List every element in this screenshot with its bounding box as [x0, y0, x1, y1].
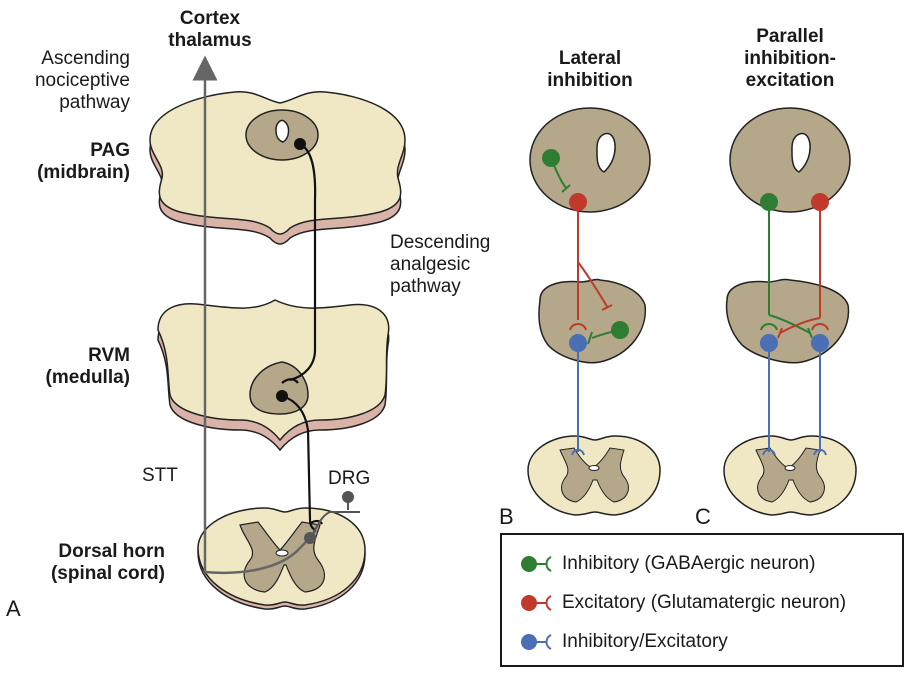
panel-c-title: Parallel inhibition- excitation [744, 26, 836, 91]
panel-c-letter: C [695, 504, 711, 529]
inhibitory-neuron-icon [521, 556, 552, 572]
pag-label: PAG (midbrain) [37, 140, 130, 183]
ascending-pathway-label: Ascending nociceptive pathway [34, 48, 130, 113]
excitatory-neuron-icon [521, 595, 552, 611]
stt-label: STT [142, 465, 178, 486]
panel-b-title: Lateral inhibition [547, 48, 633, 91]
legend-both: Inhibitory/Excitatory [520, 629, 728, 655]
legend-box: Inhibitory (GABAergic neuron) Excitatory… [500, 533, 904, 667]
rvm-medulla-section [157, 299, 390, 452]
legend-inhibitory-label: Inhibitory (GABAergic neuron) [562, 553, 816, 574]
dorsal-horn-label: Dorsal horn (spinal cord) [50, 541, 165, 584]
pag-midbrain-section [149, 91, 406, 245]
legend-excitatory-label: Excitatory (Glutamatergic neuron) [562, 592, 847, 613]
panel-b-letter: B [499, 504, 514, 529]
panel-c-diagram [723, 107, 857, 516]
legend-excitatory: Excitatory (Glutamatergic neuron) [520, 590, 846, 616]
panel-a-letter: A [6, 596, 21, 621]
mixed-neuron-icon [521, 634, 552, 650]
drg-label: DRG [328, 468, 371, 489]
cortex-thalamus-label: Cortex thalamus [168, 8, 252, 51]
descending-pathway-label: Descending analgesic pathway [390, 232, 491, 297]
drg-neuron [304, 491, 360, 544]
legend-both-label: Inhibitory/Excitatory [562, 631, 728, 652]
rvm-label: RVM (medulla) [45, 345, 130, 388]
spinal-cord-section [197, 507, 366, 610]
panel-b-diagram [527, 107, 661, 516]
legend-inhibitory: Inhibitory (GABAergic neuron) [520, 551, 815, 577]
